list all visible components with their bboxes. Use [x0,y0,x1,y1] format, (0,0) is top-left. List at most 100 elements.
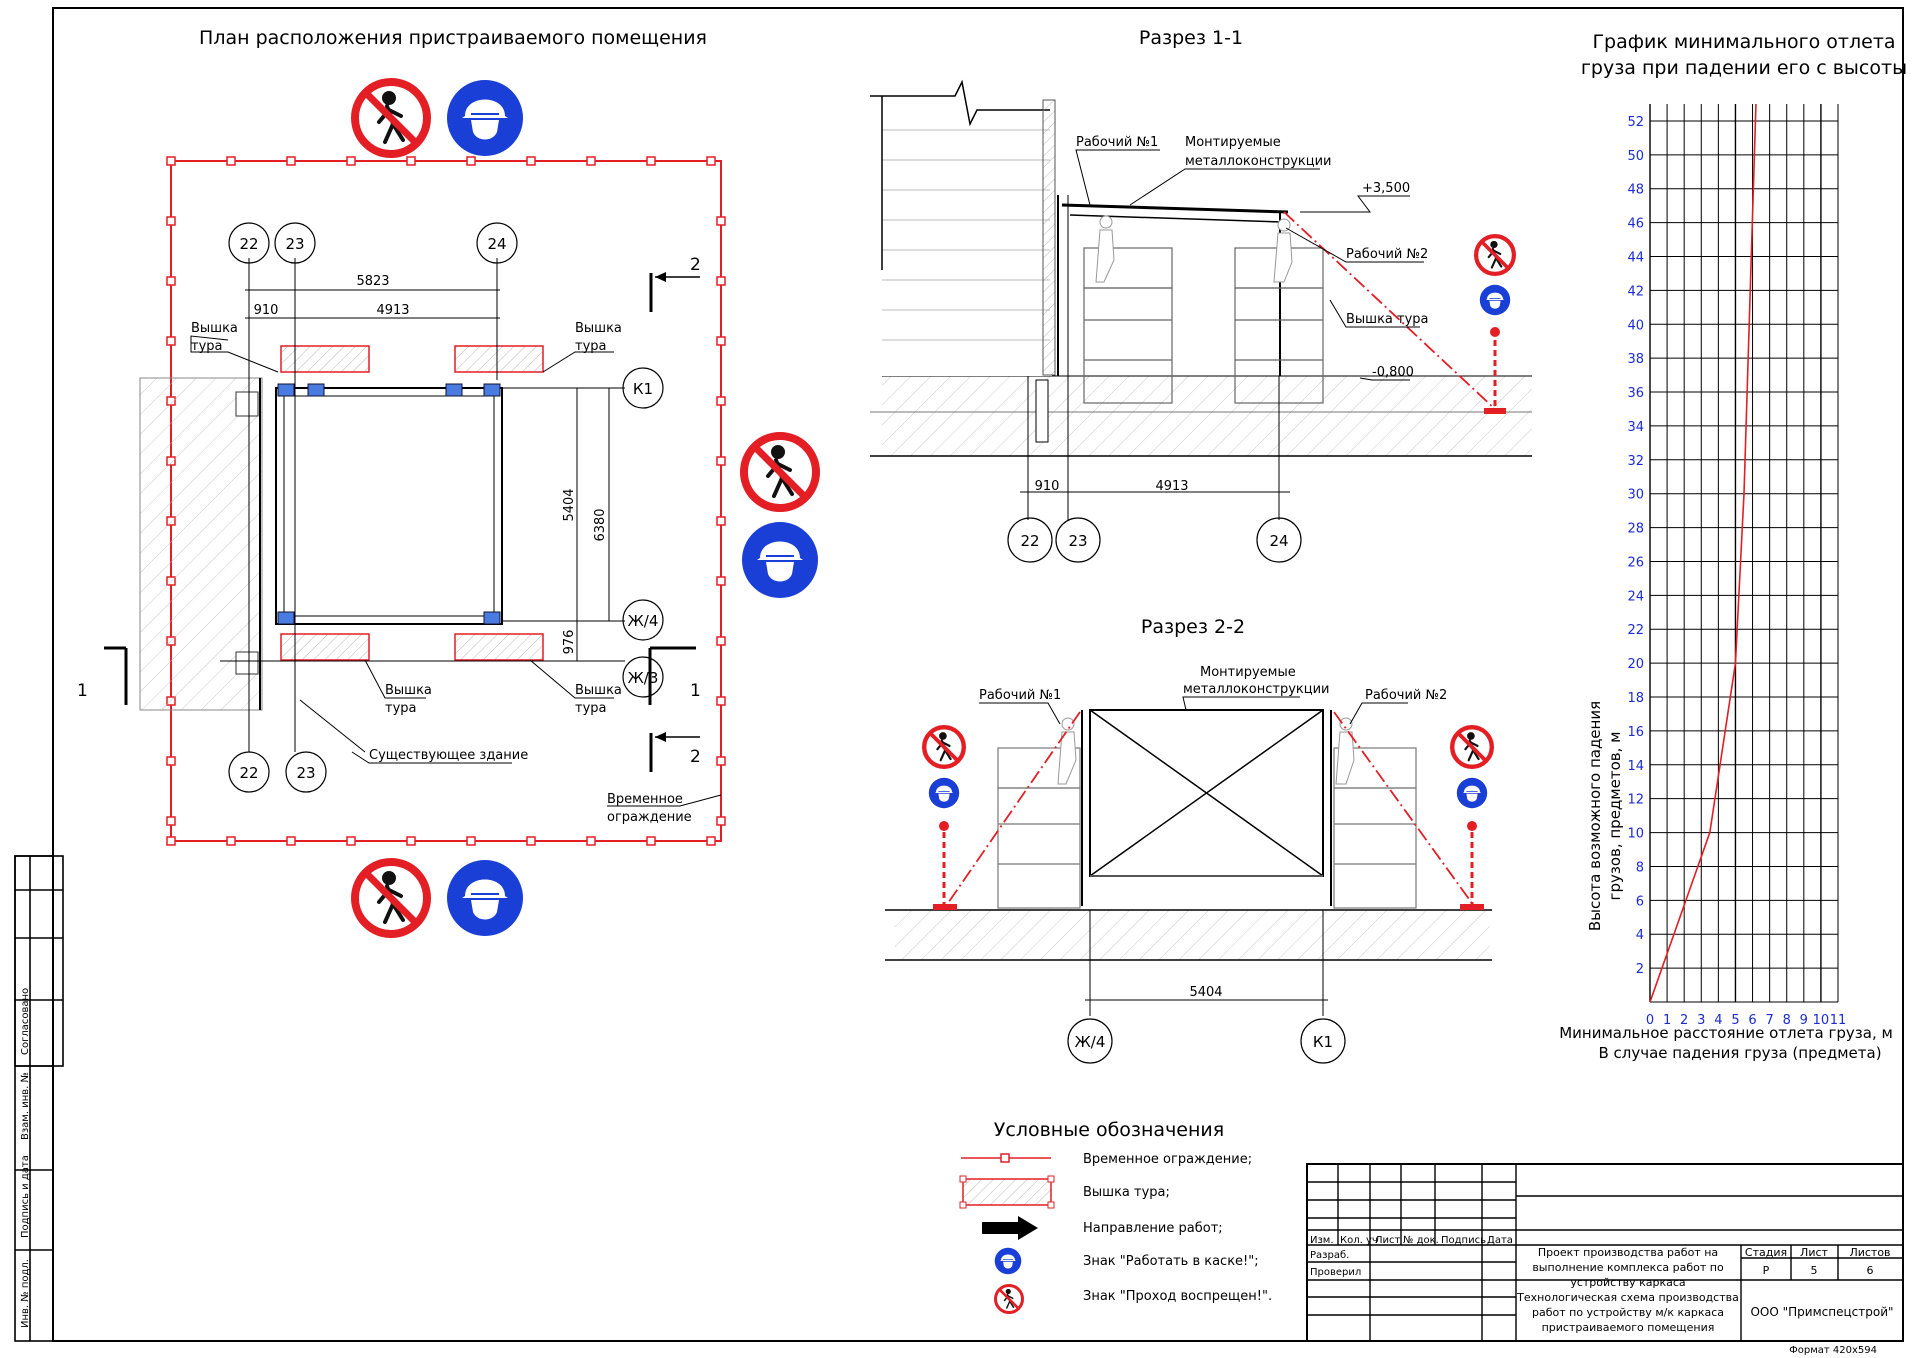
stamp-col: Кол. уч [1340,1235,1378,1246]
helmet-sign-icon [928,777,960,809]
chart-y-tick: 36 [1627,386,1644,401]
fence-post [716,756,726,766]
legend-item: Знак "Работать в каске!"; [1083,1254,1259,1269]
side-stamp-agreed: Согласовано [20,988,31,1055]
elev-top: +3,500 [1362,181,1410,196]
stamp-sheet-title: работ по устройству м/к каркаса [1532,1306,1724,1319]
chart-y-tick: 48 [1627,183,1644,198]
fence-post [166,216,176,226]
no-passage-sign-icon [1476,236,1514,274]
chart-x-tick: 7 [1765,1013,1773,1028]
legend-tower-swatch [962,1178,1052,1206]
fence-post [406,836,416,846]
axis-label: 22 [239,235,258,253]
fence-post [226,156,236,166]
fall-zone-line [1283,211,1497,411]
fall-zone-line [945,711,1081,907]
stamp-stage-label: Стадия [1745,1246,1787,1259]
chart-y-tick: 40 [1627,318,1644,333]
tower-label: Вышка [385,683,432,698]
helmet-sign-icon [1479,284,1511,316]
fence-post [346,836,356,846]
worker1-label: Рабочий №1 [1076,135,1158,150]
chart-y-tick: 44 [1627,250,1644,265]
fence-post [226,836,236,846]
stamp-sheet-title: Технологическая схема производства [1516,1291,1739,1304]
steel-label: металлоконструкции [1185,154,1332,169]
section-mark: 1 [77,681,88,701]
column-base [483,611,501,625]
worker2-label: Рабочий №2 [1365,688,1447,703]
tower-label: тура [191,339,222,354]
fence-post [586,836,596,846]
axis-label: Ж/3 [628,669,659,687]
fence-post [716,516,726,526]
fence-post [706,836,716,846]
stamp-stage: Р [1763,1264,1770,1277]
helmet-sign-icon [446,79,524,157]
title-block [1306,1163,1904,1342]
legend-item: Временное ограждение; [1083,1152,1252,1167]
plan-dim-v3: 976 [562,630,577,655]
axis-label: К1 [633,380,653,398]
fence-label: Временное [607,792,683,807]
legend-item: Вышка тура; [1083,1185,1170,1200]
steel-label: Монтируемые [1185,135,1281,150]
chart-y-tick: 34 [1627,420,1644,435]
chart-series-line [1649,103,1757,1003]
worker-figure [1339,717,1353,731]
stamp-col: Дата [1487,1235,1513,1246]
chart-y-tick: 4 [1636,928,1644,943]
stamp-sheets: 6 [1867,1264,1874,1277]
fence-post [466,836,476,846]
axis-label: Ж/4 [628,612,659,630]
fence-post [716,216,726,226]
tower-elevation [997,747,1417,909]
side-stamp-replace: Взам. инв. № [20,1072,31,1140]
fence-post [166,336,176,346]
plan-dim-left: 910 [254,303,279,318]
helmet-sign-icon [446,859,524,937]
tower-label: Вышка [575,321,622,336]
chart-x-tick: 2 [1680,1013,1688,1028]
fence-post [166,756,176,766]
fence-post [716,636,726,646]
chart-x-tick: 6 [1748,1013,1756,1028]
plan-dim-total: 5823 [356,274,389,289]
fall-distance-graph: График минимального отлета груза при пад… [1559,31,1907,1062]
chart-y-tick: 22 [1627,623,1644,638]
chart-y-tick: 24 [1627,589,1644,604]
worker-figure [1099,215,1113,229]
no-passage-sign-icon [924,727,964,767]
fence-post [716,696,726,706]
stamp-project: выполнение комплекса работ по [1532,1261,1724,1274]
section-1-1: Разрез 1-1 [870,27,1532,563]
column-base [277,383,295,397]
steel-label: Монтируемые [1200,665,1296,680]
chart-x-tick: 5 [1731,1013,1739,1028]
fence-post [716,576,726,586]
chart-y-tick: 42 [1627,284,1644,299]
section22-dim: 5404 [1189,985,1222,1000]
chart-x-tick: 4 [1714,1013,1722,1028]
existing-building-label: Существующее здание [369,748,528,763]
fence-label: ограждение [607,810,692,825]
helmet-sign-icon [994,1247,1022,1275]
fence-post [716,336,726,346]
chart-y-tick: 2 [1636,962,1644,977]
helmet-sign-icon [741,521,819,599]
worker-figure [1061,717,1075,731]
fence-post [286,836,296,846]
fence-post [166,276,176,286]
chart-y-tick: 6 [1636,894,1644,909]
section-mark: 2 [690,747,701,767]
side-stamp-inv: Инв. № подл. [20,1259,31,1328]
axis-label: 22 [239,764,258,782]
legend-item: Знак "Проход воспрещен!". [1083,1289,1272,1304]
axis-label: Ж/4 [1075,1033,1106,1051]
steel-label: металлоконструкции [1183,682,1330,697]
chart-y-tick: 8 [1636,860,1644,875]
chart-y-tick: 32 [1627,454,1644,469]
tower-label: тура [575,339,606,354]
